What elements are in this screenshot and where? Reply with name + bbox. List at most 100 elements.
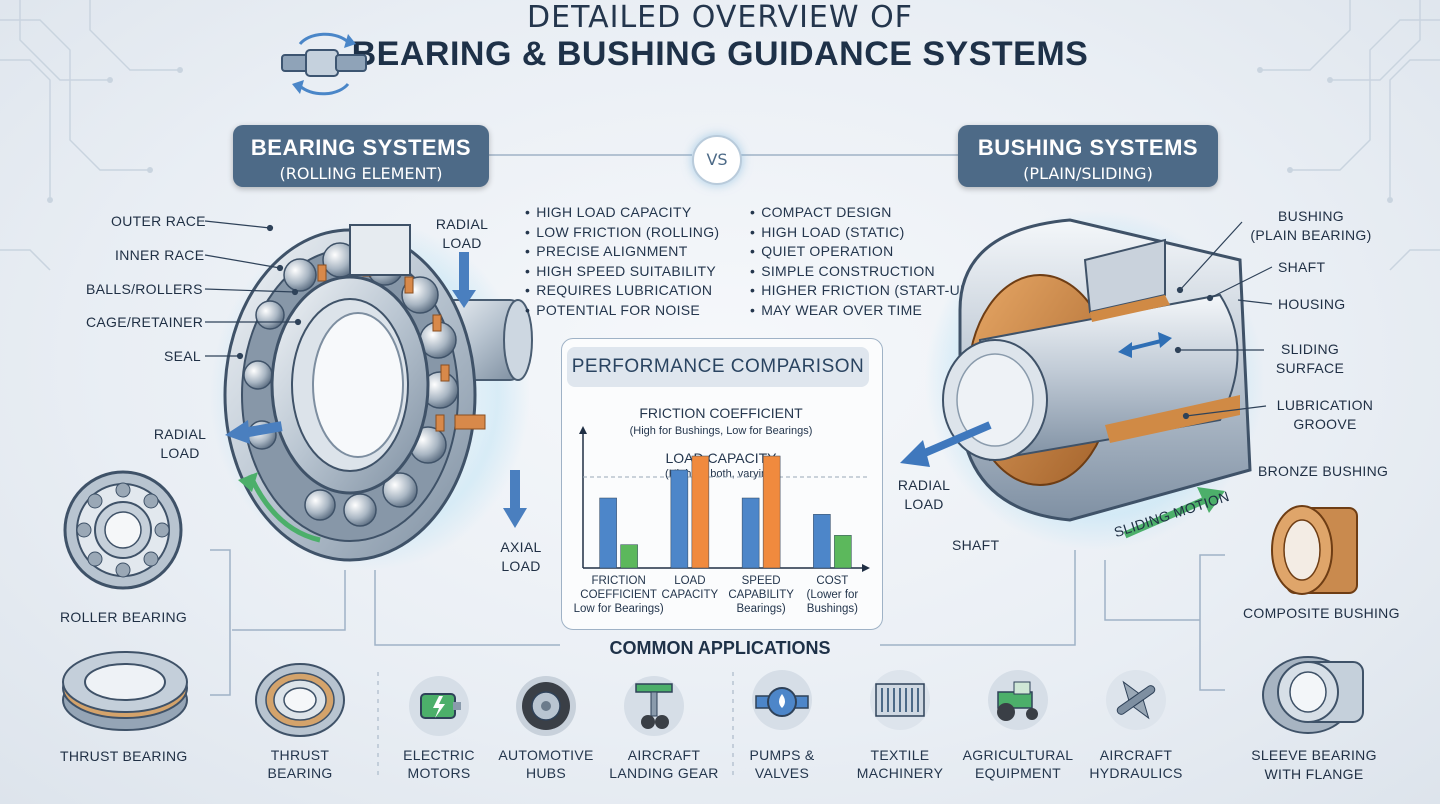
radial-load-right-line1: RADIAL [897, 477, 951, 493]
label-housing: HOUSING [1278, 296, 1346, 312]
bar [691, 455, 710, 569]
bushing-pro-item: MAY WEAR OVER TIME [750, 301, 975, 321]
sleeve-bearing-line2: WITH FLANGE [1264, 766, 1364, 782]
y-axis-arrow [579, 426, 587, 434]
bar [741, 497, 760, 569]
bar [670, 469, 689, 569]
friction-coefficient-subtitle: (High for Bushings, Low for Bearings) [629, 425, 813, 437]
app-agricultural-line1: AGRICULTURAL [962, 747, 1074, 763]
bushing-pro-item: QUIET OPERATION [750, 242, 975, 262]
app-textile-line1: TEXTILE [870, 747, 930, 763]
app-electric-motors-line1: ELECTRIC [403, 747, 475, 763]
bearing-pro-item: LOW FRICTION (ROLLING) [525, 223, 719, 243]
bronze-bushing-icon [1271, 505, 1358, 595]
bushing-illustration [925, 210, 1265, 550]
bushing-label-line2: (PLAIN BEARING) [1250, 227, 1372, 243]
x-tick-label: LOAD [674, 575, 705, 587]
bar [599, 497, 617, 569]
pump-valve-icon [752, 670, 812, 730]
x-tick-label: Bearings) [737, 603, 786, 615]
app-hydraulics-line1: AIRCRAFT [1099, 747, 1173, 763]
radial-load-top-line1: RADIAL [435, 216, 489, 232]
x-tick-label: CAPABILITY [728, 589, 794, 601]
axial-load-line1: AXIAL [500, 539, 542, 555]
title-line2: BEARING & BUSHING GUIDANCE SYSTEMS [351, 35, 1089, 73]
x-axis-arrow [862, 564, 870, 572]
bearing-pro-item: HIGH SPEED SUITABILITY [525, 262, 719, 282]
app-landing-gear-line2: LANDING GEAR [609, 765, 719, 781]
x-tick-label: FRICTION [591, 575, 645, 587]
performance-bar-chart: FRICTION COEFFICIENT Low for Bearings) LOAD… [574, 426, 870, 615]
radial-load-left-line1: RADIAL [153, 426, 207, 442]
friction-coefficient-title: FRICTION COEFFICIENT [639, 405, 803, 421]
lubrication-groove-line2: GROOVE [1293, 416, 1357, 432]
sliding-surface-line1: SLIDING [1280, 341, 1340, 357]
label-shaft: SHAFT [1278, 259, 1326, 275]
app-textile-machinery: TEXTILE MACHINERY [845, 746, 955, 782]
label-thrust-bearing-left: THRUST BEARING [60, 748, 188, 764]
automotive-hub-icon [516, 676, 576, 736]
x-tick-label: COEFFICIENT [580, 589, 657, 601]
app-thrust-bearing-line2: BEARING [267, 765, 333, 781]
app-automotive-hubs-line1: AUTOMOTIVE [498, 747, 594, 763]
label-lubrication-groove: LUBRICATION GROOVE [1270, 396, 1380, 434]
performance-comparison-title: PERFORMANCE COMPARISON [567, 347, 869, 387]
label-shaft-bottom: SHAFT [952, 537, 1000, 553]
radial-load-left-line2: LOAD [160, 445, 200, 461]
label-sliding-surface: SLIDING SURFACE [1268, 340, 1352, 378]
app-agricultural-equipment: AGRICULTURAL EQUIPMENT [955, 746, 1081, 782]
app-pumps-line2: VALVES [754, 765, 810, 781]
bearing-pro-item: HIGH LOAD CAPACITY [525, 203, 719, 223]
bushing-pros-list: COMPACT DESIGN HIGH LOAD (STATIC) QUIET … [750, 203, 975, 320]
bar [834, 535, 852, 569]
bushing-pro-item: HIGH LOAD (STATIC) [750, 223, 975, 243]
bushing-systems-box: BUSHING SYSTEMS (PLAIN/SLIDING) [958, 125, 1218, 187]
label-roller-bearing: ROLLER BEARING [60, 609, 188, 625]
sleeve-bearing-flange-icon [1262, 656, 1364, 734]
label-sleeve-bearing: SLEEVE BEARING WITH FLANGE [1248, 746, 1380, 784]
aircraft-icon [1106, 670, 1166, 730]
bushing-leader-lines [1174, 221, 1273, 420]
app-aircraft-landing-gear: AIRCRAFT LANDING GEAR [604, 746, 724, 782]
app-aircraft-hydraulics: AIRCRAFT HYDRAULICS [1084, 746, 1188, 782]
bar [762, 455, 781, 569]
bushing-systems-subtitle: (PLAIN/SLIDING) [1023, 164, 1153, 183]
bushing-pro-item: COMPACT DESIGN [750, 203, 975, 223]
bushing-systems-title: BUSHING SYSTEMS [977, 135, 1199, 160]
sliding-surface-line2: SURFACE [1275, 360, 1345, 376]
thrust-bearing-app-icon [255, 663, 345, 737]
label-radial-load-left: RADIAL LOAD [150, 425, 210, 463]
bushing-label-line1: BUSHING [1278, 208, 1344, 224]
app-pumps-line1: PUMPS & [749, 747, 815, 763]
app-hydraulics-line2: HYDRAULICS [1089, 765, 1183, 781]
app-automotive-hubs: AUTOMOTIVE HUBS [491, 746, 601, 782]
x-tick-label: Low for Bearings) [574, 603, 664, 615]
title-line1: DETAILED OVERVIEW OF [527, 0, 913, 35]
ball-bearing-illustration [210, 220, 533, 570]
axial-load-line2: LOAD [501, 558, 541, 574]
bar [813, 514, 831, 569]
bearing-load-arrows [225, 252, 527, 543]
app-pumps-valves: PUMPS & VALVES [740, 746, 824, 782]
tractor-icon [988, 670, 1048, 730]
electric-motor-icon [409, 676, 469, 736]
thrust-bearing-icon [62, 651, 188, 731]
x-tick-label: COST [816, 575, 848, 587]
bearing-pro-item: REQUIRES LUBRICATION [525, 281, 719, 301]
label-inner-race: INNER RACE [115, 247, 205, 263]
label-axial-load: AXIAL LOAD [490, 538, 552, 576]
app-textile-line2: MACHINERY [856, 765, 944, 781]
label-bushing: BUSHING (PLAIN BEARING) [1245, 207, 1377, 245]
bearing-pro-item: POTENTIAL FOR NOISE [525, 301, 719, 321]
app-agricultural-line2: EQUIPMENT [975, 765, 1061, 781]
roller-bearing-icon [63, 470, 183, 590]
app-electric-motors-line2: MOTORS [407, 765, 471, 781]
bearing-systems-box: BEARING SYSTEMS (ROLLING ELEMENT) [233, 125, 489, 187]
bushing-arrows [900, 421, 1225, 539]
bearing-systems-title: BEARING SYSTEMS [250, 135, 472, 160]
x-tick-label: SPEED [742, 575, 781, 587]
bearing-pros-list: HIGH LOAD CAPACITY LOW FRICTION (ROLLING… [525, 203, 719, 320]
app-automotive-hubs-line2: HUBS [525, 765, 567, 781]
label-radial-load-right: RADIAL LOAD [893, 476, 955, 514]
app-electric-motors: ELECTRIC MOTORS [389, 746, 489, 782]
